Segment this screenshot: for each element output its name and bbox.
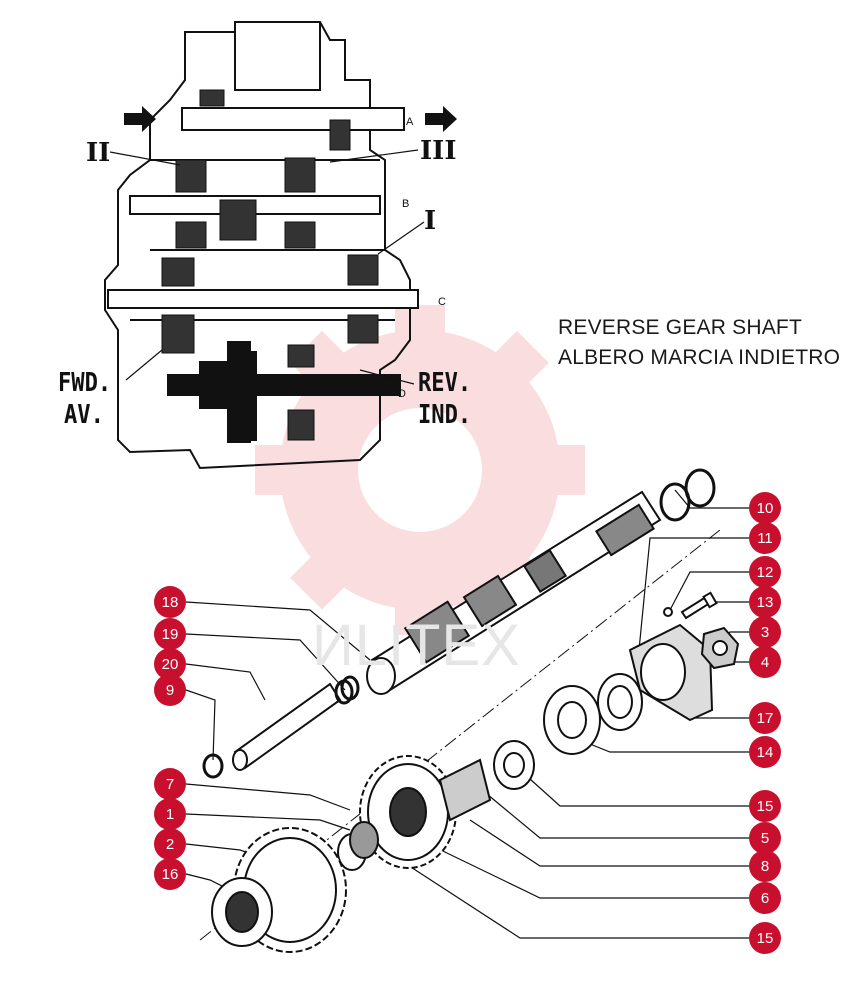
shaft-a [181, 107, 405, 131]
bolt [663, 591, 718, 620]
callout-11: 11 [749, 522, 781, 554]
caption-reverse-gear-shaft: REVERSE GEAR SHAFT [558, 316, 802, 339]
callout-16: 16 [154, 858, 186, 890]
callout-8: 8 [749, 850, 781, 882]
callout-4: 4 [749, 646, 781, 678]
gear-label-iii: III [420, 136, 457, 166]
seal [597, 673, 643, 731]
callout-1: 1 [154, 798, 186, 830]
roller-bearing-large [543, 685, 601, 755]
gear-leader-lines [109, 149, 425, 385]
label-ind: IND. [418, 400, 472, 430]
nut [700, 626, 740, 670]
callout-12: 12 [749, 556, 781, 588]
bushing [202, 753, 224, 779]
label-rev: REV. [418, 368, 472, 398]
shaft-label-d: D [398, 388, 406, 400]
needle-bearing [337, 821, 379, 871]
snap-rings [334, 675, 360, 705]
shaft-c [107, 289, 419, 309]
arrow-right-icon [425, 106, 457, 132]
caption-albero-marcia-indietro: ALBERO MARCIA INDIETRO [558, 346, 841, 369]
watermark-text: ИLITEX [312, 613, 521, 678]
callout-leader-lines [185, 489, 749, 939]
label-av: AV. [64, 400, 104, 430]
callout-3: 3 [749, 616, 781, 648]
gear-blocks [161, 89, 379, 441]
label-fwd: FWD. [58, 368, 112, 398]
reverse-gear-shaft [366, 490, 662, 695]
shaft-label-c: C [438, 296, 446, 308]
gear-label-ii: II [86, 138, 111, 168]
dash-dot-axis [199, 529, 721, 941]
callout-15-lower: 15 [749, 922, 781, 954]
arrow-right-icon [124, 106, 156, 132]
callout-2: 2 [154, 828, 186, 860]
callout-5: 5 [749, 822, 781, 854]
callout-9: 9 [154, 674, 186, 706]
shaft-label-b: B [402, 198, 410, 210]
main-gear [211, 827, 347, 953]
callout-14: 14 [749, 736, 781, 768]
callout-13: 13 [749, 586, 781, 618]
roller-bearing-small [493, 740, 535, 790]
callout-7: 7 [154, 768, 186, 800]
gear-label-i: I [424, 206, 437, 236]
callout-10: 10 [749, 492, 781, 524]
direction-arrows [124, 106, 457, 132]
callout-17: 17 [749, 702, 781, 734]
callout-18: 18 [154, 586, 186, 618]
small-shaft [232, 682, 342, 771]
callout-6: 6 [749, 882, 781, 914]
callout-15-upper: 15 [749, 790, 781, 822]
shaft-d-reverse [167, 341, 401, 443]
callout-19: 19 [154, 618, 186, 650]
reverse-gear-cluster [359, 755, 492, 869]
flange-housing [628, 623, 714, 722]
shaft-label-a: A [406, 116, 414, 128]
o-rings [659, 468, 716, 522]
